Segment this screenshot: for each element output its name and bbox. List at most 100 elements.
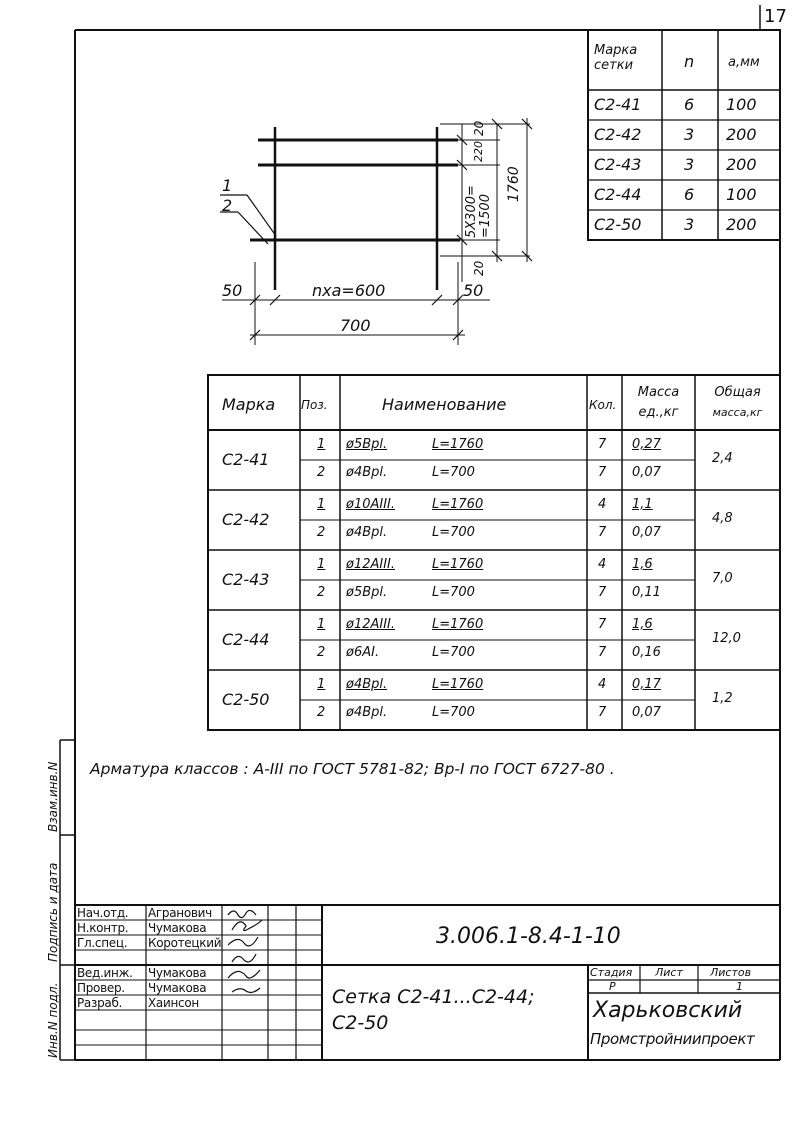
title-block-role: Н.контр. <box>77 921 129 935</box>
grid-row-mark: С2-42 <box>594 125 642 144</box>
document-code: 3.006.1-8.4-1-10 <box>436 924 621 949</box>
side-stamp-vzam-inv: Взам.инв.N <box>46 761 60 832</box>
grid-row-n: 6 <box>684 185 695 204</box>
grid-table-header-n: n <box>684 52 695 71</box>
reinforcement-note: Арматура классов : А-III по ГОСТ 5781-82… <box>90 760 615 778</box>
spec-row-qty: 7 <box>598 585 607 600</box>
spec-row-length: L=1760 <box>432 557 484 572</box>
sheet-number: 17 <box>764 6 787 27</box>
signature-scribbles <box>227 909 263 994</box>
spec-row-bar: ø12AIII. <box>346 557 396 572</box>
spec-row-mass: 0,07 <box>632 705 661 720</box>
side-stamp-podpis-data: Подпись и дата <box>46 862 60 962</box>
drawing-title-line1: Сетка С2-41...С2-44; <box>332 986 535 1008</box>
spec-row-pos: 2 <box>317 645 326 660</box>
grid-row-mark: С2-44 <box>594 185 642 204</box>
title-block-role: Разраб. <box>77 996 123 1010</box>
drawing-title-line2: С2-50 <box>332 1012 389 1034</box>
organization-line1: Харьковский <box>593 998 743 1023</box>
grid-table-header-a: a,мм <box>728 55 760 70</box>
title-block-name: Чумакова <box>148 921 207 935</box>
sheets-label: Листов <box>710 966 752 979</box>
dim-700: 700 <box>340 316 371 335</box>
spec-row-pos: 2 <box>317 465 326 480</box>
spec-row-mass: 1,1 <box>632 497 653 512</box>
spec-row-bar: ø5Bpl. <box>346 585 388 600</box>
dim-5x300-line2: =1500 <box>478 194 494 238</box>
spec-group-total: 12,0 <box>712 631 741 646</box>
spec-row-bar: ø6AI. <box>346 645 380 660</box>
spec-row-bar: ø4Bpl. <box>346 465 388 480</box>
spec-row-mass: 0,11 <box>632 585 661 600</box>
title-block-role: Нач.отд. <box>77 906 129 920</box>
position-label-2: 2 <box>222 196 233 215</box>
side-stamp-inv-podl: Инв.N подл. <box>46 982 60 1058</box>
spec-group-mark: С2-50 <box>222 690 270 709</box>
dim-1760: 1760 <box>506 166 522 202</box>
title-block-role: Вед.инж. <box>77 966 133 980</box>
title-block-name: Чумакова <box>148 966 207 980</box>
spec-row-pos: 2 <box>317 525 326 540</box>
spec-row-qty: 7 <box>598 617 607 632</box>
dim-bottom-20: 20 <box>472 260 486 276</box>
spec-group-mark: С2-43 <box>222 570 270 589</box>
grid-row-a: 200 <box>726 155 757 174</box>
spec-row-length: L=700 <box>432 645 475 660</box>
stage-value: Р <box>609 980 616 993</box>
spec-row-mass: 1,6 <box>632 557 653 572</box>
spec-row-qty: 7 <box>598 645 607 660</box>
grid-row-n: 6 <box>684 95 695 114</box>
spec-row-bar: ø5Bpl. <box>346 437 388 452</box>
spec-row-pos: 2 <box>317 585 326 600</box>
sheets-value: 1 <box>736 980 743 993</box>
spec-header-pos: Поз. <box>301 398 328 412</box>
title-block-name: Чумакова <box>148 981 207 995</box>
spec-row-length: L=1760 <box>432 617 484 632</box>
spec-header-mass-total-1: Общая <box>714 385 761 400</box>
spec-group-mark: С2-42 <box>222 510 270 529</box>
spec-row-bar: ø4Bpl. <box>346 705 388 720</box>
spec-row-qty: 4 <box>598 497 607 512</box>
spec-row-qty: 7 <box>598 525 607 540</box>
spec-header-mass-unit-1: Масса <box>637 385 680 400</box>
spec-row-pos: 1 <box>317 557 326 572</box>
spec-row-length: L=700 <box>432 705 475 720</box>
stage-label: Стадия <box>590 966 633 979</box>
spec-row-pos: 1 <box>317 617 326 632</box>
spec-group-total: 7,0 <box>712 571 733 586</box>
spec-row-qty: 4 <box>598 677 607 692</box>
spec-group-total: 4,8 <box>712 511 733 526</box>
dim-right-50: 50 <box>463 281 484 300</box>
spec-row-qty: 7 <box>598 465 607 480</box>
spec-row-mass: 0,27 <box>632 437 661 452</box>
spec-row-qty: 4 <box>598 557 607 572</box>
spec-header-qty: Кол. <box>589 398 617 412</box>
title-block-role: Гл.спец. <box>77 936 128 950</box>
organization-line2: Промстройниипроект <box>590 1030 755 1048</box>
sheet-label: Лист <box>655 966 683 979</box>
spec-group-total: 1,2 <box>712 691 733 706</box>
grid-row-a: 200 <box>726 125 757 144</box>
spec-row-pos: 1 <box>317 497 326 512</box>
spec-row-length: L=1760 <box>432 437 484 452</box>
grid-row-a: 100 <box>726 185 757 204</box>
grid-row-mark: С2-41 <box>594 95 642 114</box>
spec-row-bar: ø10AIII. <box>346 497 396 512</box>
spec-row-pos: 1 <box>317 437 326 452</box>
title-block-name: Коротецкий <box>148 936 222 950</box>
grid-row-n: 3 <box>684 155 695 174</box>
grid-table-header-mark: Марка сетки <box>594 43 656 74</box>
spec-row-mass: 0,17 <box>632 677 661 692</box>
spec-row-bar: ø4Bpl. <box>346 677 388 692</box>
spec-row-length: L=700 <box>432 465 475 480</box>
grid-table-header-mark-line2: сетки <box>594 57 634 73</box>
dim-5x300-line1: 5X300= <box>464 185 479 238</box>
spec-row-length: L=700 <box>432 525 475 540</box>
spec-row-mass: 1,6 <box>632 617 653 632</box>
spec-header-mass-unit-2: ед.,кг <box>638 405 679 420</box>
spec-header-mass-total-2: масса,кг <box>712 406 763 419</box>
spec-row-mass: 0,07 <box>632 525 661 540</box>
spec-row-pos: 1 <box>317 677 326 692</box>
